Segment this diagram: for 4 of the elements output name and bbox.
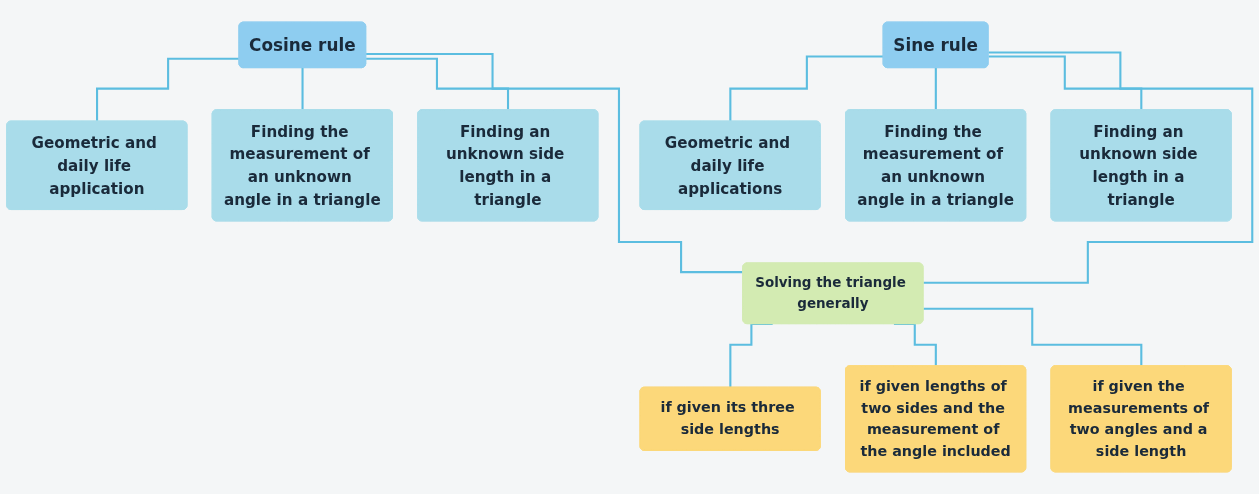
connector xyxy=(729,55,884,123)
connector xyxy=(96,57,240,123)
connector xyxy=(366,53,744,274)
connector xyxy=(923,51,1254,284)
